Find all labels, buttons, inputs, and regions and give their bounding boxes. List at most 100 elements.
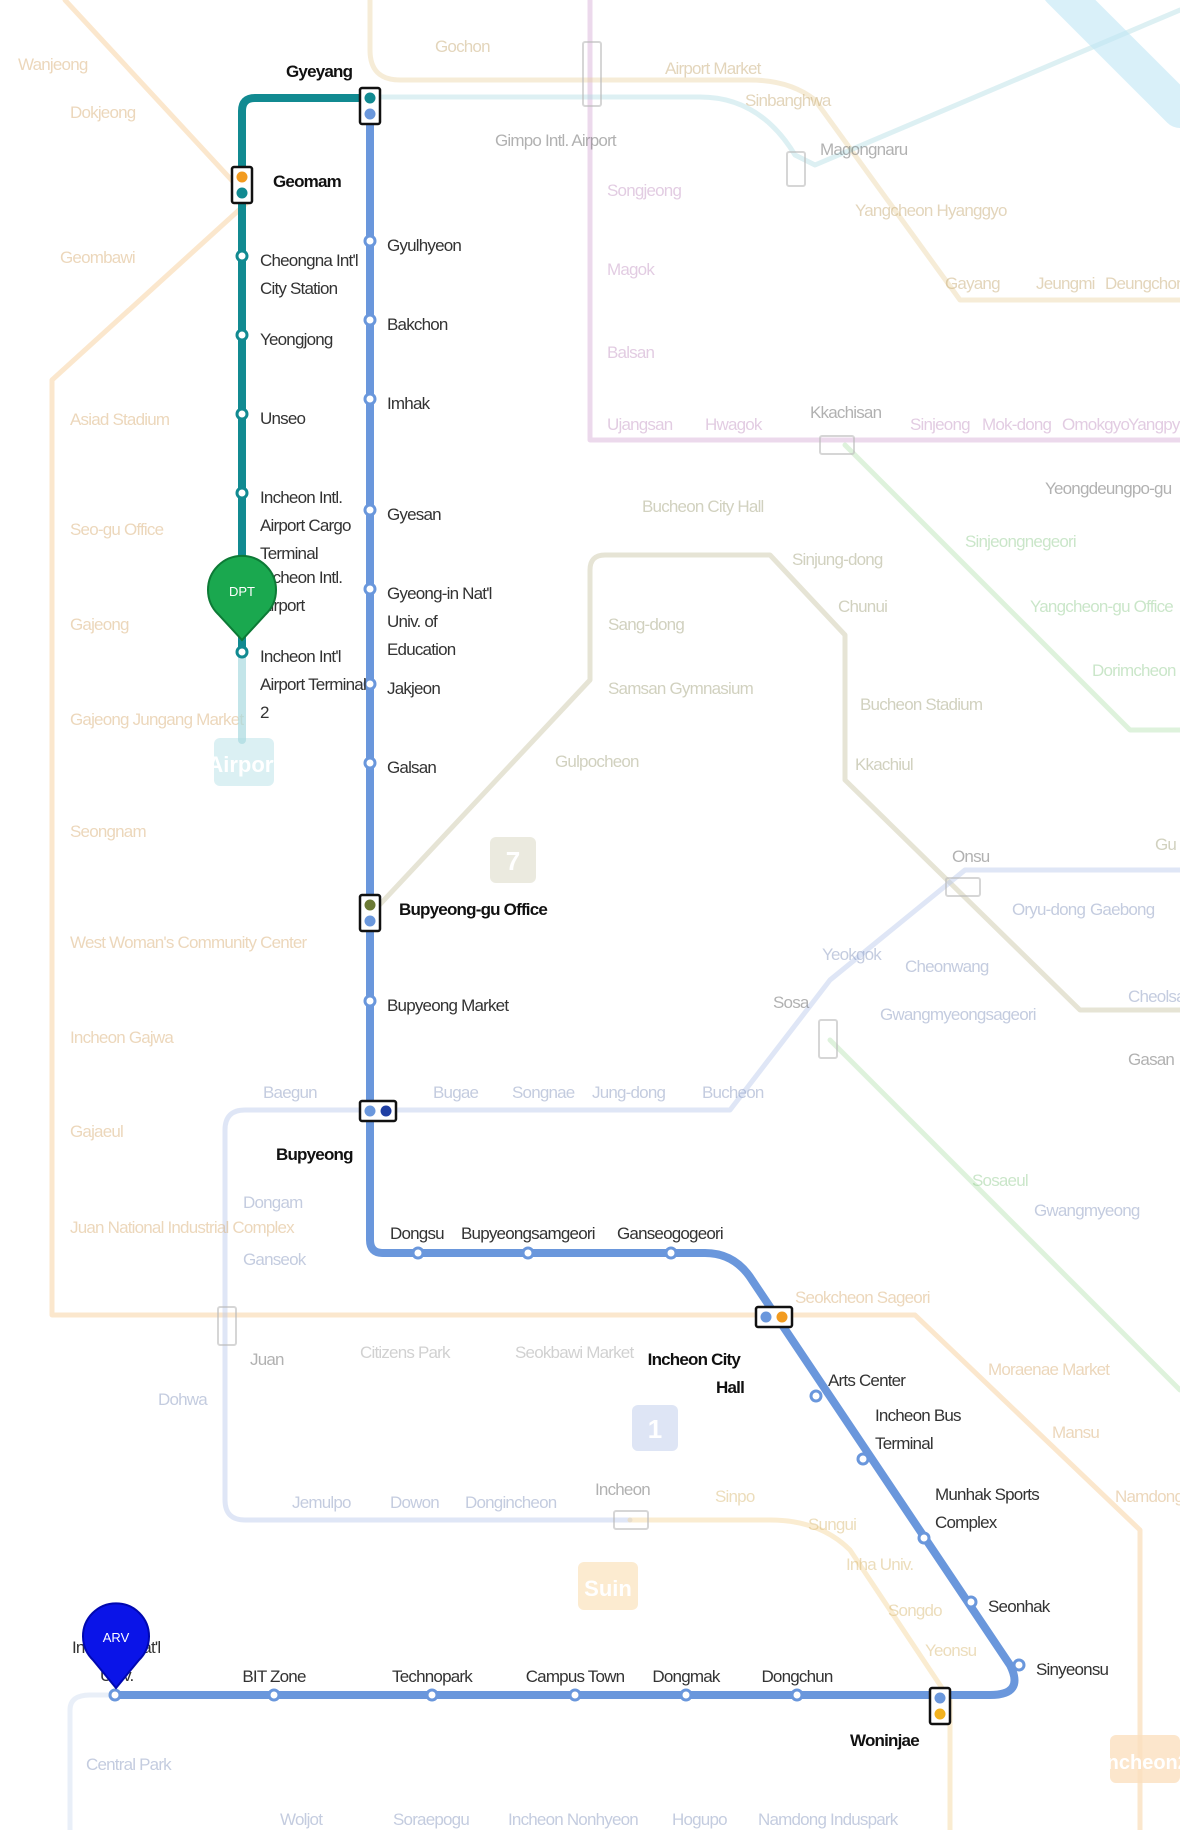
label-dongmak: Dongmak bbox=[652, 1667, 720, 1686]
airport-badge bbox=[214, 738, 274, 786]
station-dot-sinyeonsu[interactable] bbox=[1012, 1658, 1026, 1672]
transfer-woninjae[interactable] bbox=[928, 1686, 952, 1726]
station-dots bbox=[108, 234, 1026, 1702]
bg-river bbox=[1045, 0, 1180, 128]
label-unseo: Unseo bbox=[260, 409, 305, 428]
arrival-pin[interactable]: ARV bbox=[82, 1602, 150, 1690]
bg-label: Central Park bbox=[86, 1755, 172, 1774]
label-bus-terminal-l1: Incheon Bus bbox=[875, 1406, 961, 1425]
label-technopark: Technopark bbox=[392, 1667, 473, 1686]
bg-line-airport-teal bbox=[367, 7, 1180, 168]
label-cargo-terminal: Incheon Intl. Airport Cargo Terminal bbox=[260, 488, 355, 563]
station-dot-jakjeon[interactable] bbox=[363, 677, 377, 691]
bg-transfer-box bbox=[819, 435, 855, 455]
bg-line-7 bbox=[367, 552, 1180, 1013]
label-airport-t2-l1: Incheon Int'l bbox=[260, 647, 341, 666]
bg-label: Hogupo bbox=[672, 1810, 727, 1829]
bg-label: Bugae bbox=[433, 1083, 479, 1102]
bg-label: Sinjeongnegeori bbox=[965, 532, 1076, 551]
station-dot-gyulhyeon[interactable] bbox=[363, 234, 377, 248]
label-cheongna-l2: City Station bbox=[260, 279, 338, 298]
bg-line-9 bbox=[367, 0, 1180, 303]
label-airport-t2: Incheon Int'l Airport Terminal 2 bbox=[260, 647, 370, 722]
station-dot-technopark[interactable] bbox=[425, 1688, 439, 1702]
transfer-bupyeong[interactable] bbox=[358, 1099, 398, 1123]
bg-label: Yeonsu bbox=[925, 1641, 977, 1660]
station-dot-campus-town[interactable] bbox=[568, 1688, 582, 1702]
transfer-incheon-city-hall[interactable] bbox=[754, 1305, 794, 1329]
label-gyeongin-l3: Education bbox=[387, 640, 456, 659]
station-dot-dongmak[interactable] bbox=[679, 1688, 693, 1702]
bg-transfer-box bbox=[613, 1510, 649, 1530]
station-dot-bit-zone[interactable] bbox=[267, 1688, 281, 1702]
station-dot-arts-center[interactable] bbox=[809, 1389, 823, 1403]
bg-label: Dohwa bbox=[158, 1390, 208, 1409]
bg-transfer-box bbox=[945, 877, 981, 897]
label-cargo-l2: Airport Cargo bbox=[260, 516, 351, 535]
station-dot-gyesan[interactable] bbox=[363, 503, 377, 517]
bg-label: Gulpocheon bbox=[555, 752, 639, 771]
route-lines bbox=[111, 94, 1019, 1699]
bg-label: Yangpyeong bbox=[1128, 415, 1180, 434]
label-munhak-l2: Complex bbox=[935, 1513, 998, 1532]
station-dot-yeongjong[interactable] bbox=[235, 328, 249, 342]
label-gyeongin-l1: Gyeong-in Nat'l bbox=[387, 584, 492, 603]
bg-label: Gochon bbox=[435, 37, 490, 56]
departure-pin[interactable]: DPT bbox=[207, 555, 277, 642]
label-gyeongin-l2: Univ. of bbox=[387, 612, 438, 631]
bg-label: Bucheon City Hall bbox=[642, 497, 764, 516]
station-dot-munhak[interactable] bbox=[917, 1531, 931, 1545]
station-dot-bus-terminal[interactable] bbox=[856, 1452, 870, 1466]
label-woninjae: Woninjae bbox=[850, 1731, 919, 1750]
station-dot-bakchon[interactable] bbox=[363, 313, 377, 327]
label-city-hall-l1: Incheon City bbox=[648, 1350, 742, 1369]
station-dot-galsan[interactable] bbox=[363, 756, 377, 770]
label-bus-terminal-l2: Terminal bbox=[875, 1434, 933, 1453]
background-network bbox=[49, 0, 1180, 1830]
label-jakjeon: Jakjeon bbox=[387, 679, 440, 698]
bg-label: Gwangmyeong bbox=[1034, 1201, 1140, 1220]
bg-label: Mansu bbox=[1052, 1423, 1099, 1442]
bg-label: Ujangsan bbox=[607, 415, 673, 434]
station-dot-dongchun[interactable] bbox=[790, 1688, 804, 1702]
bg-label: Magok bbox=[607, 260, 655, 279]
transfer-gyeyang[interactable] bbox=[358, 86, 382, 126]
bg-label: Namdong Induspark bbox=[758, 1810, 899, 1829]
arrival-pin-icon bbox=[82, 1602, 150, 1690]
station-dot-airport-t2[interactable] bbox=[235, 645, 249, 659]
label-arts-center: Arts Center bbox=[828, 1371, 906, 1390]
station-dot-cargo-terminal[interactable] bbox=[235, 486, 249, 500]
bg-label: Incheon bbox=[595, 1480, 650, 1499]
bg-label: Woljot bbox=[280, 1810, 323, 1829]
bg-label: Seo-gu Office bbox=[70, 520, 164, 539]
station-dot-gyeongin-univ[interactable] bbox=[363, 582, 377, 596]
bg-label: Geombawi bbox=[60, 248, 135, 267]
bg-label: Seokcheon Sageori bbox=[795, 1288, 930, 1307]
bg-label: Mok-dong bbox=[982, 415, 1052, 434]
label-yeongjong: Yeongjong bbox=[260, 330, 333, 349]
label-sinyeonsu: Sinyeonsu bbox=[1036, 1660, 1109, 1679]
transfer-bupyeong-gu-office[interactable] bbox=[358, 893, 382, 933]
bg-label: Songdo bbox=[888, 1601, 942, 1620]
station-dot-imhak[interactable] bbox=[363, 392, 377, 406]
bg-label: Cheolsan bbox=[1128, 987, 1180, 1006]
station-dot-ganseogogeori[interactable] bbox=[664, 1246, 678, 1260]
bg-label: Seongnam bbox=[70, 822, 146, 841]
label-gyulhyeon: Gyulhyeon bbox=[387, 236, 461, 255]
label-ganseogogeori: Ganseogogeori bbox=[617, 1224, 723, 1243]
station-dot-bupyeong-market[interactable] bbox=[363, 994, 377, 1008]
station-dot-seonhak[interactable] bbox=[964, 1595, 978, 1609]
bg-line-green bbox=[842, 442, 1180, 733]
bg-label: Bucheon bbox=[702, 1083, 764, 1102]
station-dot-dongsu[interactable] bbox=[411, 1246, 425, 1260]
station-dot-cheongna[interactable] bbox=[235, 249, 249, 263]
suin-badge bbox=[578, 1562, 638, 1610]
station-dot-bupyeongsamgeori[interactable] bbox=[521, 1246, 535, 1260]
label-galsan: Galsan bbox=[387, 758, 436, 777]
bg-label: Dowon bbox=[390, 1493, 439, 1512]
transfer-geomam[interactable] bbox=[230, 165, 254, 205]
station-dot-unseo[interactable] bbox=[235, 407, 249, 421]
label-gyesan: Gyesan bbox=[387, 505, 441, 524]
bg-label: Sosaeul bbox=[972, 1171, 1028, 1190]
station-dot-incheon-univ[interactable] bbox=[108, 1688, 122, 1702]
